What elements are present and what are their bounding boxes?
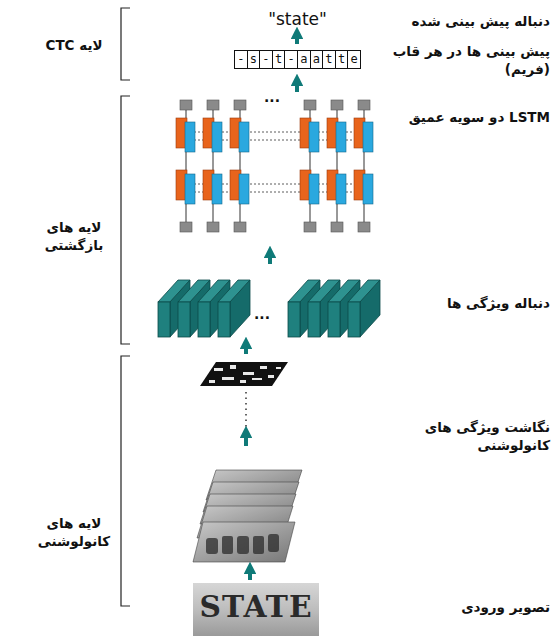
stage-label: LSTM دو سویه عمیق xyxy=(382,108,550,126)
ellipsis: ... xyxy=(255,88,289,107)
frame-prediction-cell: t xyxy=(322,50,336,69)
stage-label: نگاشت ویژگی های کانولوشنی xyxy=(392,418,550,454)
stage-label: دنباله ویژگی ها xyxy=(382,294,550,312)
frame-prediction-cell: t xyxy=(335,50,349,69)
frame-prediction-cell: a xyxy=(297,50,311,69)
frame-prediction-cell: e xyxy=(347,50,361,69)
stage-label: پیش بینی ها در هر قاب (فریم) xyxy=(392,42,550,78)
layer-label: لایه های بازگشتی xyxy=(30,218,118,254)
frame-prediction-cell: - xyxy=(234,50,248,69)
ellipsis: ... xyxy=(240,305,284,324)
predicted-word: "state" xyxy=(245,8,350,31)
frame-prediction-cell: s xyxy=(247,50,261,69)
stage-label: تصویر ورودی xyxy=(382,598,550,616)
frame-prediction-cell: - xyxy=(259,50,273,69)
frame-prediction-cell: t xyxy=(272,50,286,69)
stage-label: دنباله پیش بینی شده xyxy=(382,12,550,30)
frame-prediction-cell: a xyxy=(310,50,324,69)
layer-label: لایه CTC xyxy=(30,36,118,54)
layer-label: لایه های کانولوشنی xyxy=(30,514,118,550)
frame-prediction-cell: - xyxy=(284,50,298,69)
input-image-text: STATE xyxy=(195,592,317,622)
